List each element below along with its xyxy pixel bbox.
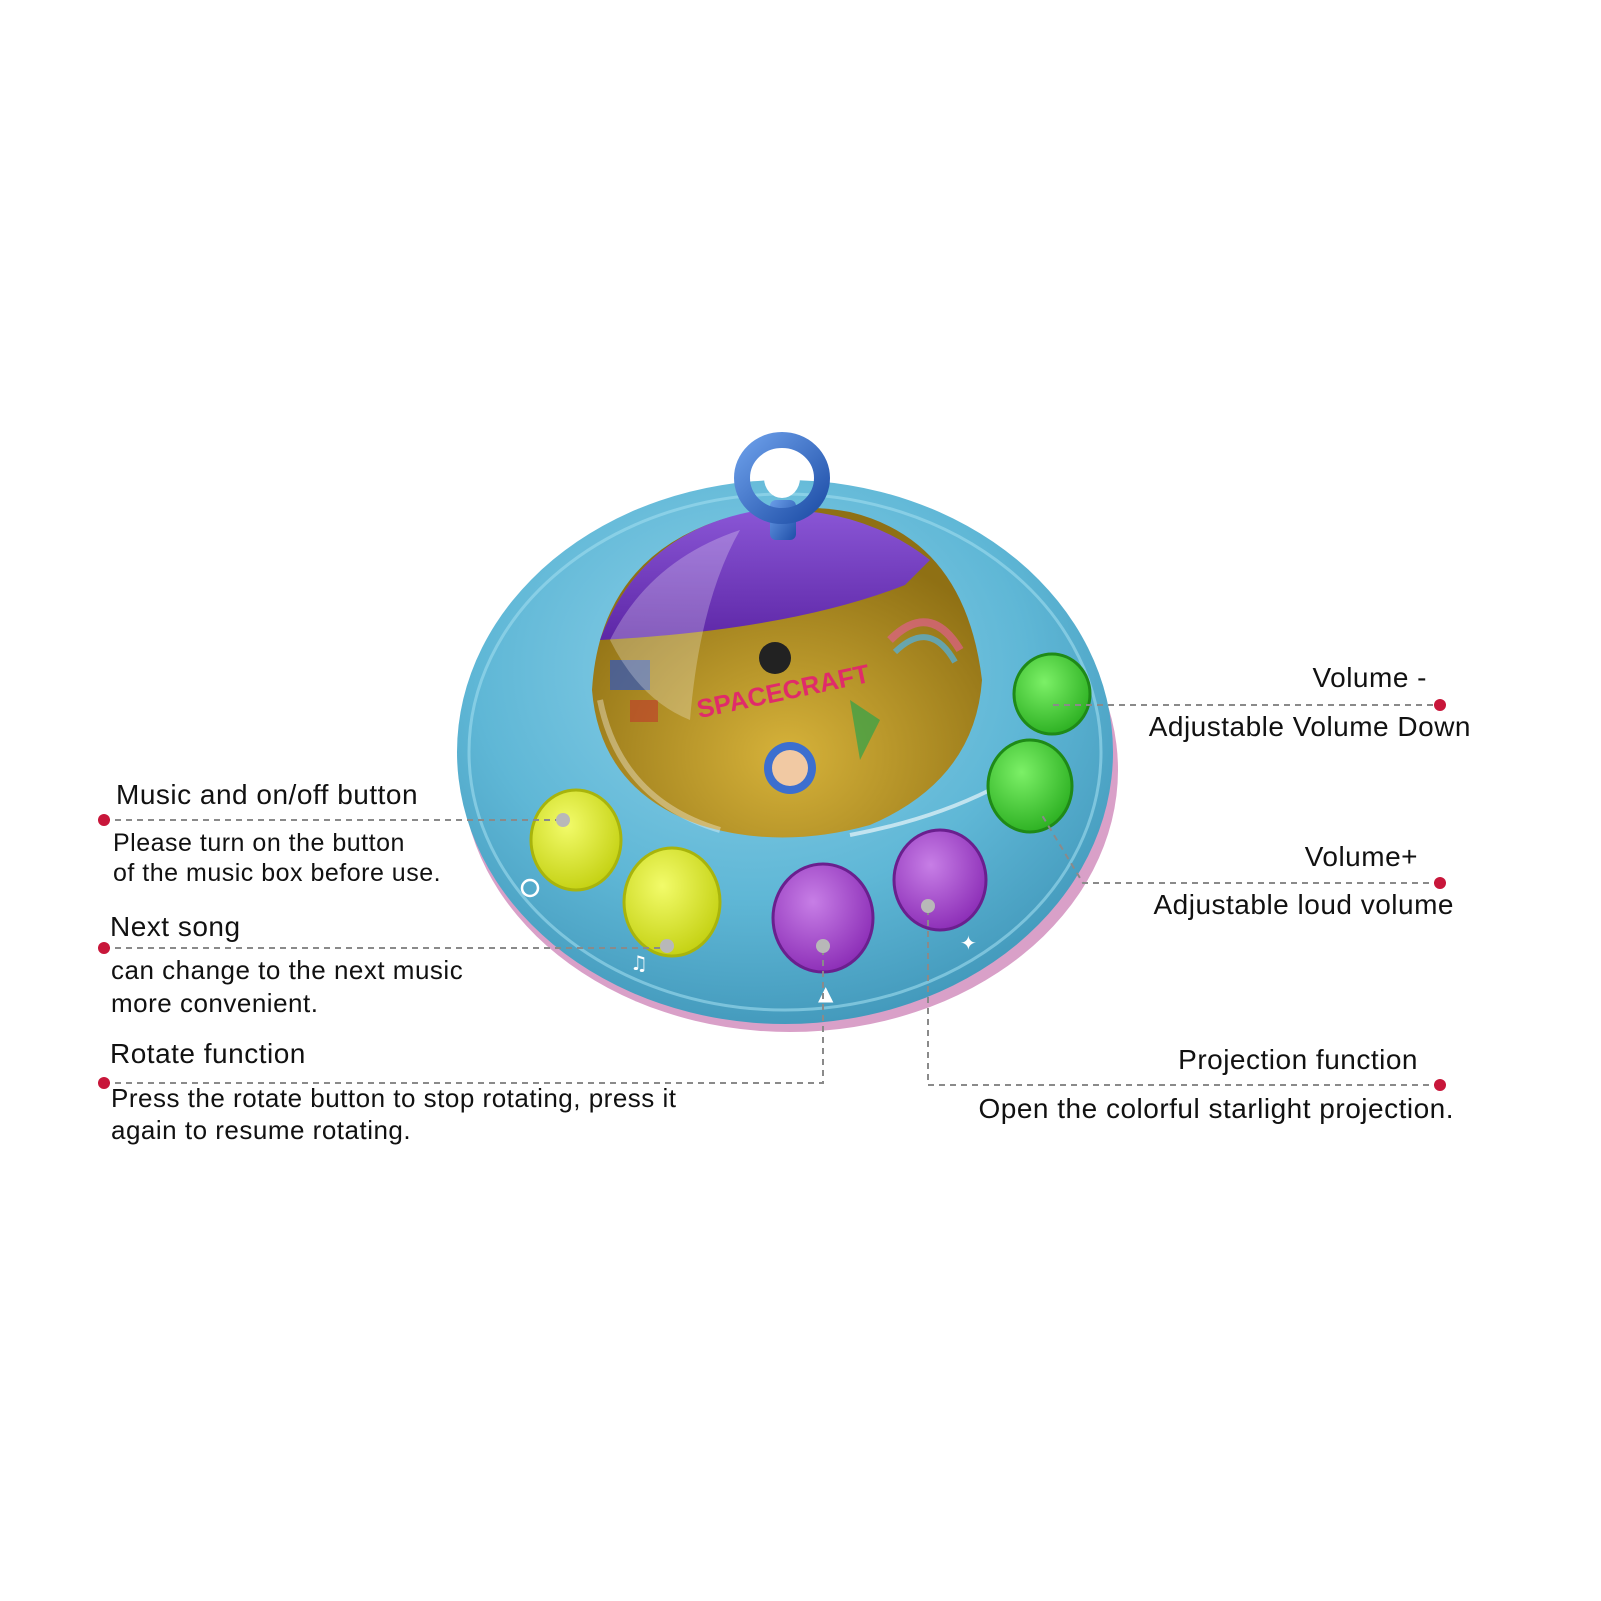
dot-next	[98, 942, 110, 954]
dot-volume-down	[1434, 699, 1446, 711]
volume-up-button[interactable]	[986, 738, 1074, 834]
projection-button[interactable]	[892, 828, 988, 932]
volume-up-desc: Adjustable loud volume	[1153, 889, 1454, 920]
dot-projection	[1434, 1079, 1446, 1091]
rotate-icon: ▲	[818, 981, 834, 1005]
ufo-toy-image: SPACECRAFT ♫ ▲ ✦	[457, 432, 1118, 1032]
music-desc-line1: Please turn on the button	[113, 829, 405, 857]
projection-title: Projection function	[1178, 1044, 1418, 1075]
next-desc-line1: can change to the next music	[111, 955, 464, 985]
rotate-desc-line2: again to resume rotating.	[111, 1115, 412, 1145]
volume-down-title: Volume -	[1312, 662, 1427, 693]
dot-volume-up	[1434, 877, 1446, 889]
music-title: Music and on/off button	[116, 779, 419, 810]
dot-music	[98, 814, 110, 826]
volume-down-button[interactable]	[1012, 652, 1092, 736]
leader-projection	[927, 906, 1440, 1086]
leader-lines	[104, 704, 1440, 1086]
button-markers	[556, 813, 935, 953]
next-title: Next song	[110, 911, 241, 942]
volume-up-title: Volume+	[1304, 841, 1418, 872]
music-onoff-button[interactable]	[529, 788, 623, 892]
leader-rotate	[104, 946, 824, 1084]
rotate-button[interactable]	[771, 862, 875, 974]
volume-down-desc: Adjustable Volume Down	[1148, 711, 1471, 742]
hanging-ring	[734, 432, 830, 540]
rotate-desc-line1: Press the rotate button to stop rotating…	[111, 1083, 677, 1113]
power-icon	[520, 878, 540, 898]
dot-rotate	[98, 1077, 110, 1089]
star-icon: ✦	[960, 931, 977, 955]
projection-desc: Open the colorful starlight projection.	[978, 1093, 1454, 1124]
note-icon: ♫	[630, 951, 648, 975]
dome: SPACECRAFT	[592, 507, 982, 838]
callout-dots	[98, 699, 1446, 1091]
center-spindle	[759, 642, 791, 674]
rotate-title: Rotate function	[110, 1038, 306, 1069]
leader-volume-up	[1039, 811, 1440, 884]
next-desc-line2: more convenient.	[111, 988, 319, 1018]
next-song-button[interactable]	[622, 846, 722, 958]
music-desc-line2: of the music box before use.	[113, 859, 442, 887]
